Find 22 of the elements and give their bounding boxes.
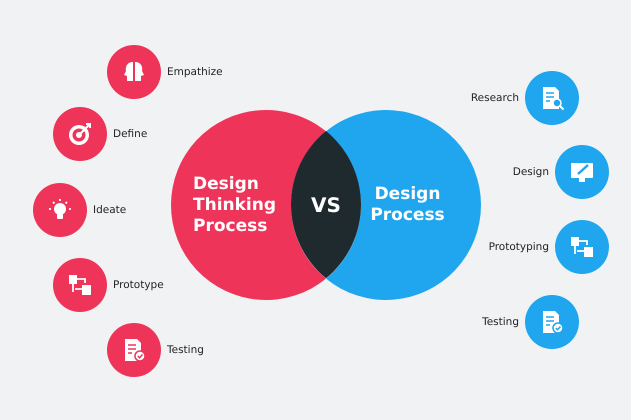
- step-label: Testing: [482, 315, 519, 329]
- icon-circle: [555, 145, 609, 199]
- icon-circle: [107, 45, 161, 99]
- icon-circle: [525, 71, 579, 125]
- icon-circle: [33, 183, 87, 237]
- icon-circle: [53, 107, 107, 161]
- step-label: Empathize: [167, 65, 223, 79]
- icon-circle: [107, 323, 161, 377]
- step-label: Research: [470, 91, 519, 105]
- overlap-lens: [291, 131, 361, 279]
- circle-title: Design Process: [369, 184, 446, 226]
- step-label: Define: [113, 127, 148, 141]
- vs-text: VS: [311, 192, 341, 217]
- step-label: Prototyping: [488, 240, 549, 254]
- step-label: Prototype: [113, 278, 164, 292]
- icon-circle: [525, 295, 579, 349]
- step-label: Testing: [167, 343, 204, 357]
- icon-circle: [53, 258, 107, 312]
- step-label: Ideate: [93, 203, 126, 217]
- step-label: Design: [512, 165, 549, 179]
- icon-circle: [555, 220, 609, 274]
- circle-title: Design Thinking Process: [193, 174, 278, 236]
